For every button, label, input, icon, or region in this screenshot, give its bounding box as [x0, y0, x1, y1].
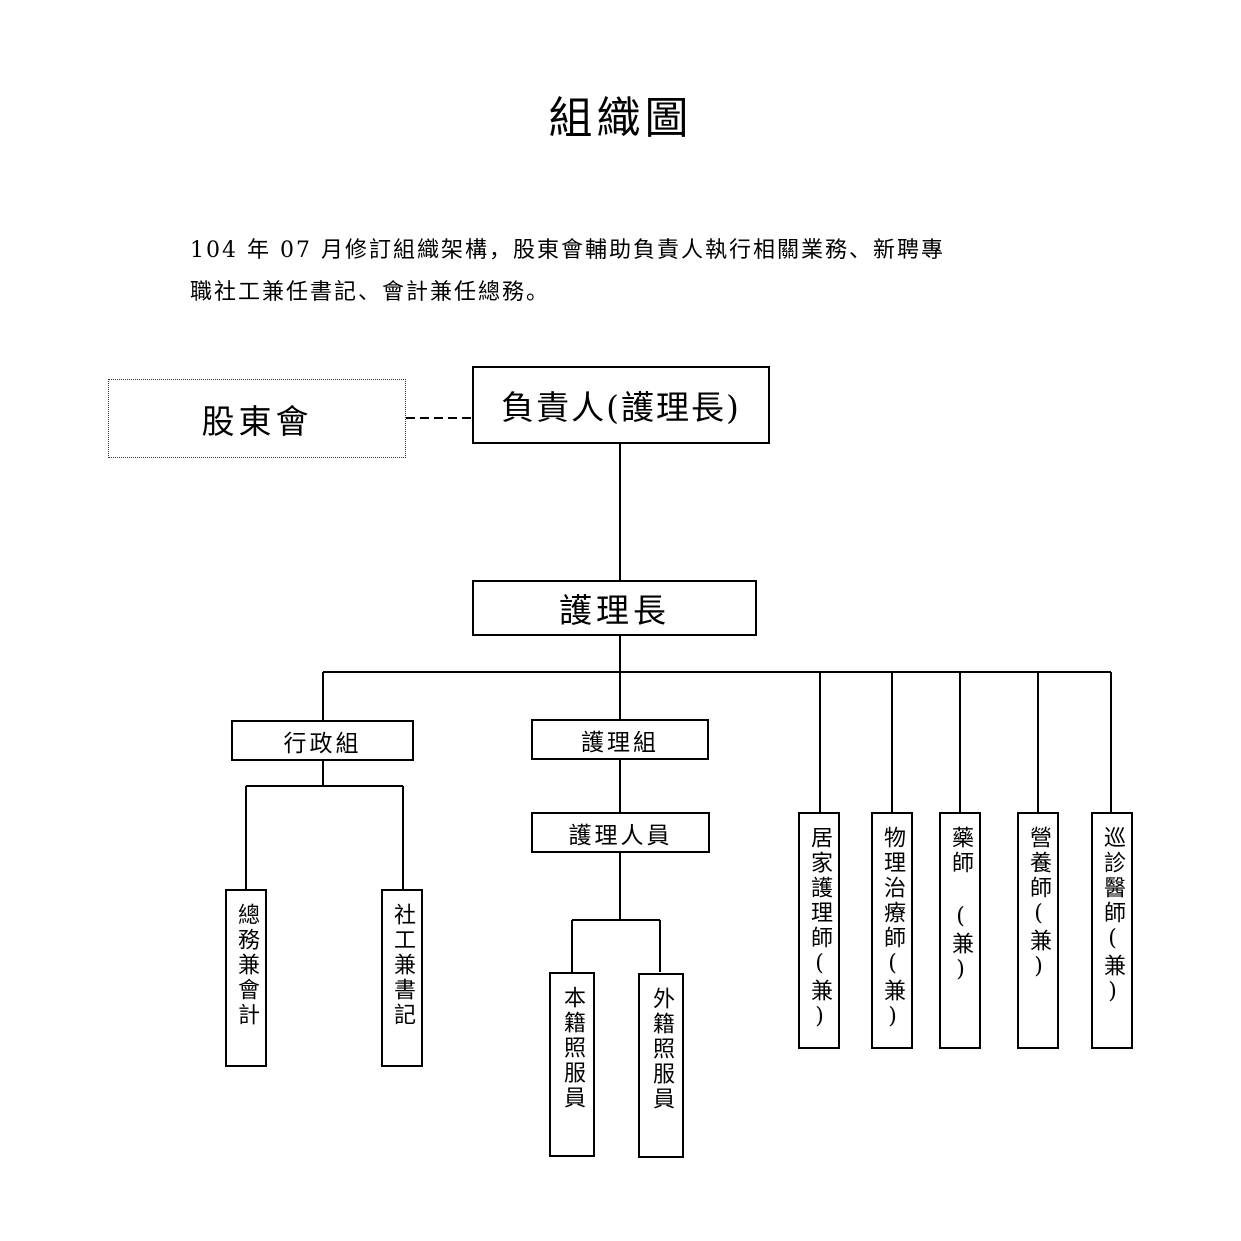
director-box: 負責人(護理長) — [472, 366, 770, 444]
shareholders-label: 股東會 — [201, 401, 313, 441]
admin-group-label: 行政組 — [283, 730, 362, 757]
general-affairs-label: 總務兼會計 — [234, 903, 259, 1028]
social-worker-label: 社工兼書記 — [390, 903, 415, 1028]
local-caregiver-label: 本籍照服員 — [560, 986, 585, 1111]
home-nurse-box: 居家護理師(兼) — [798, 812, 840, 1049]
intro-text: 104 年 07 月修訂組織架構，股東會輔助負責人執行相關業務、新聘專 職社工兼… — [190, 230, 1090, 314]
social-worker-box: 社工兼書記 — [381, 889, 423, 1067]
local-caregiver-box: 本籍照服員 — [549, 972, 595, 1157]
nursing-group-label: 護理組 — [581, 729, 659, 756]
foreign-caregiver-box: 外籍照服員 — [638, 973, 684, 1158]
pharmacist-box: 藥師 (兼) — [939, 812, 981, 1049]
dietitian-label: 營養師(兼) — [1026, 826, 1051, 982]
intro-line-1: 104 年 07 月修訂組織架構，股東會輔助負責人執行相關業務、新聘專 — [190, 238, 945, 263]
nursing-staff-label: 護理人員 — [568, 822, 673, 849]
director-label: 負責人(護理長) — [501, 388, 741, 427]
pharmacist-label: 藥師 (兼) — [948, 826, 973, 985]
general-affairs-box: 總務兼會計 — [225, 889, 267, 1067]
head-nurse-box: 護理長 — [472, 580, 757, 636]
visiting-doctor-label: 巡診醫師(兼) — [1100, 826, 1125, 1007]
home-nurse-label: 居家護理師(兼) — [807, 826, 832, 1032]
physio-label: 物理治療師(兼) — [880, 826, 905, 1032]
visiting-doctor-box: 巡診醫師(兼) — [1091, 812, 1133, 1049]
nursing-staff-box: 護理人員 — [531, 812, 710, 853]
shareholders-box: 股東會 — [108, 379, 406, 458]
page-title: 組織圖 — [548, 93, 693, 144]
intro-line-2: 職社工兼任書記、會計兼任總務。 — [190, 280, 551, 305]
foreign-caregiver-label: 外籍照服員 — [649, 987, 674, 1112]
head-nurse-label: 護理長 — [559, 591, 670, 630]
admin-group-box: 行政組 — [231, 720, 414, 761]
dietitian-box: 營養師(兼) — [1017, 812, 1059, 1049]
nursing-group-box: 護理組 — [531, 719, 709, 760]
physio-box: 物理治療師(兼) — [871, 812, 913, 1049]
